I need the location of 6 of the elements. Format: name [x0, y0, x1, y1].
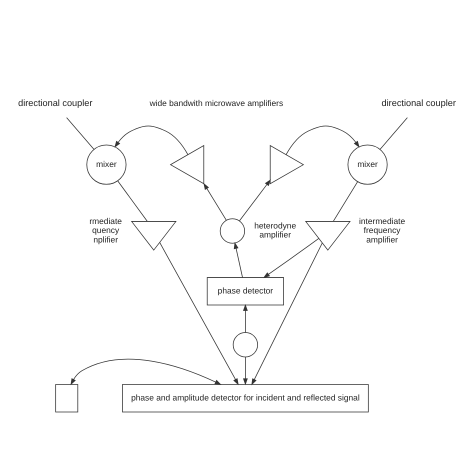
node-label: intermediate frequency amplifier [359, 215, 406, 244]
label: wide bandwith microwave amplifiers [150, 97, 284, 108]
node-label: rmediate quency nplifier [89, 215, 122, 244]
node-label: heterodyne amplifier [254, 220, 296, 240]
node-text: directional coupler [382, 98, 456, 108]
node-text: directional coupler [18, 98, 92, 108]
